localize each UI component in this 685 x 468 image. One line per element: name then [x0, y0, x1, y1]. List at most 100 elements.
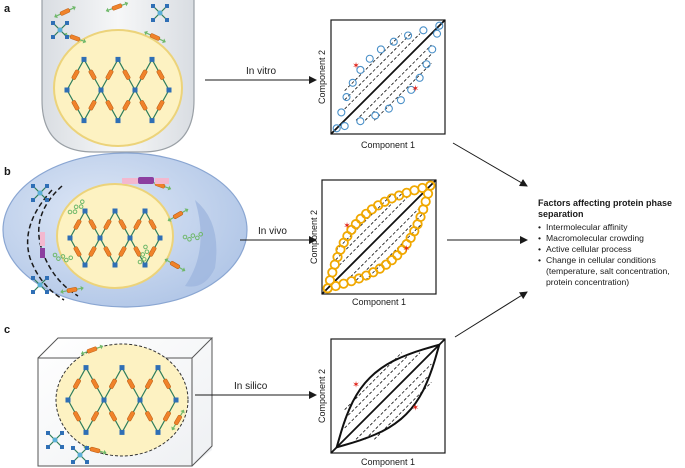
protein-rod — [105, 100, 114, 111]
protein-rod — [88, 69, 97, 80]
protein-rod — [133, 219, 142, 230]
phase-diagram-in-vivo: ✶✶ Component 1 Component 2 — [309, 179, 437, 307]
binding-node — [157, 235, 163, 241]
boundary-point — [419, 26, 428, 35]
binding-node — [82, 208, 88, 214]
binding-node — [81, 118, 87, 124]
boundary-point — [407, 85, 416, 94]
arrow-label: In vivo — [258, 226, 287, 237]
factors-box: Factors affecting protein phase separati… — [538, 198, 684, 288]
binding-node — [67, 235, 73, 241]
tie-line — [346, 204, 423, 281]
boundary-point — [342, 93, 351, 102]
branched-protein — [71, 446, 89, 464]
x-axis-label: Component 1 — [352, 297, 406, 307]
protein-network — [67, 208, 163, 268]
boundary-point — [332, 124, 341, 133]
binding-node — [155, 429, 161, 435]
arrows-to-factors — [447, 142, 528, 338]
protein-rod — [122, 100, 131, 111]
protein-rod — [105, 1, 129, 13]
binding-node — [119, 429, 125, 435]
arrow-label: In vitro — [246, 66, 276, 77]
factor-item: Intermolecular affinity — [538, 222, 684, 233]
membrane-protein — [40, 232, 45, 246]
protein-rod — [60, 285, 84, 295]
binding-node — [64, 87, 70, 93]
y-axis-label: Component 2 — [309, 210, 319, 264]
binding-node — [101, 397, 107, 403]
disordered-chain — [182, 231, 204, 242]
boundary-point — [348, 78, 357, 87]
motor-protein — [138, 177, 154, 184]
y-axis-label: Component 2 — [317, 369, 327, 423]
arrow-in-vivo: In vivo — [240, 226, 317, 244]
boundary-point — [371, 111, 380, 120]
protein-rod — [148, 219, 157, 230]
panel-letter-c: c — [4, 324, 10, 336]
boundary-point — [365, 54, 374, 63]
composition-marker: ✶ — [412, 84, 420, 94]
tie-line — [344, 33, 412, 101]
protein-rod — [127, 411, 135, 422]
binding-node — [97, 235, 103, 241]
binding-node — [149, 118, 155, 124]
composition-marker: ✶ — [412, 403, 420, 413]
tie-line — [335, 193, 403, 261]
cytoskeleton-track — [38, 185, 79, 297]
binding-node — [119, 365, 125, 371]
boundary-point — [389, 37, 398, 46]
boundary-point — [337, 108, 346, 117]
protein-rod — [139, 100, 148, 111]
protein-rod — [73, 219, 82, 230]
arrow-in-silico: In silico — [195, 381, 317, 399]
protein-rod — [148, 246, 157, 257]
protein-rod — [103, 246, 112, 257]
protein-rod — [105, 69, 114, 80]
boundary-point — [376, 45, 385, 54]
x-axis-label: Component 1 — [361, 140, 415, 150]
condensate-droplet — [53, 29, 183, 147]
diagonal-line — [330, 338, 446, 454]
panel-letter-b: b — [4, 166, 11, 178]
binding-node — [155, 365, 161, 371]
protein-rod — [133, 246, 142, 257]
factors-list: Intermolecular affinity Macromolecular c… — [538, 222, 684, 288]
protein-rod — [73, 246, 82, 257]
phase-diagram-in-silico: ✶✶ Component 1 Component 2 — [317, 338, 446, 467]
simulation-box-illustration — [37, 337, 214, 467]
protein-rod — [73, 378, 81, 389]
boundary-point — [356, 117, 365, 126]
boundary-point — [422, 60, 431, 69]
branched-protein — [31, 276, 49, 294]
binding-node — [82, 262, 88, 268]
condensate-droplet — [55, 343, 189, 457]
binding-node — [127, 235, 133, 241]
boundary-point — [428, 45, 437, 54]
tie-line — [344, 352, 421, 429]
protein-rod — [73, 411, 81, 422]
tie-line — [344, 33, 402, 91]
binding-node — [149, 56, 155, 62]
binding-node — [132, 87, 138, 93]
boundary-point — [404, 31, 413, 40]
protein-rod — [145, 378, 153, 389]
y-axis-label: Component 2 — [317, 50, 327, 104]
condensate-droplet — [56, 183, 174, 289]
boundary-point — [356, 65, 365, 74]
protein-rod — [63, 32, 87, 44]
boundary-point — [396, 96, 405, 105]
organelle — [185, 200, 217, 287]
protein-rod — [139, 69, 148, 80]
branched-protein — [51, 21, 69, 39]
binding-node — [83, 365, 89, 371]
tie-line — [374, 63, 432, 121]
tie-line — [364, 372, 432, 440]
branched-protein — [31, 184, 49, 202]
binding-node — [115, 118, 121, 124]
diagonal-line — [330, 19, 446, 135]
x-axis-label: Component 1 — [361, 457, 415, 467]
composition-marker: ✶ — [343, 222, 351, 232]
membrane-protein — [155, 178, 169, 184]
